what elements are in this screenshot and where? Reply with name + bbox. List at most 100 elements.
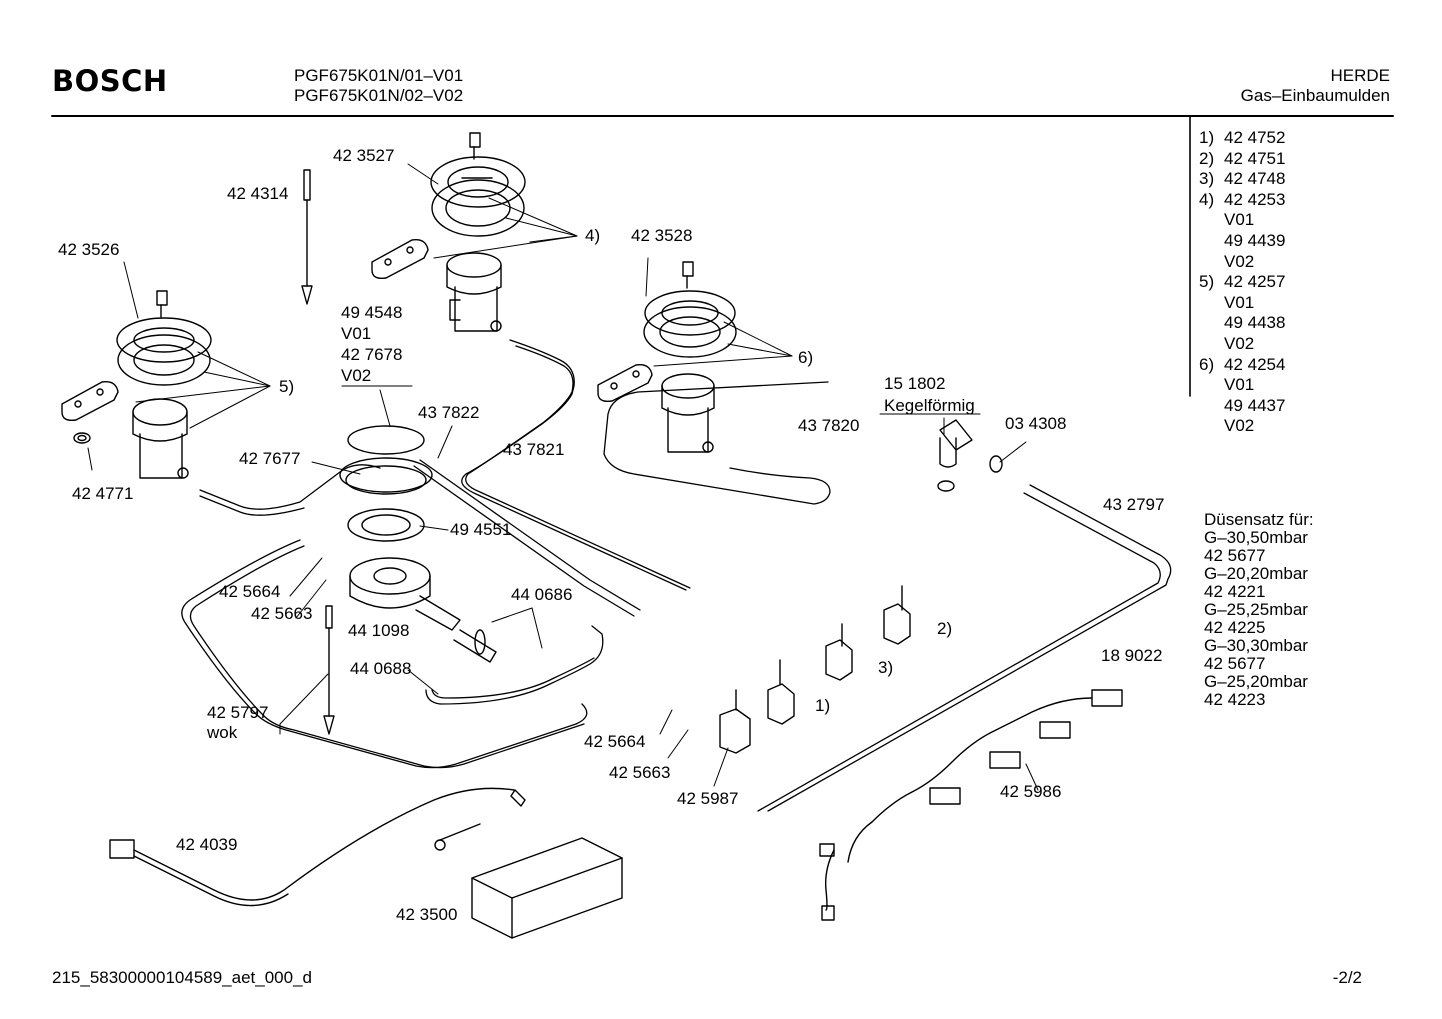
nozzle-set-line: G–20,20mbar [1204,564,1308,583]
part-label: 43 7821 [503,440,565,459]
variant-label: V01 [341,324,372,343]
nozzle-set-title: Düsensatz für: [1204,510,1314,529]
brand-logo: BOSCH [52,64,168,98]
spark-module [109,787,623,939]
legend-row: 49 4437 [1199,396,1285,417]
legend-row: V02 [1199,252,1285,273]
legend-value: V01 [1224,375,1255,395]
legend-key [1199,416,1224,437]
legend-row: 3) 42 4748 [1199,169,1285,190]
part-label: 42 4314 [227,184,289,203]
legend-row: 4) 42 4253 [1199,190,1285,211]
ignition-harness [819,689,1123,921]
burner-top-center [371,132,526,332]
ref-label: 1) [815,696,831,715]
part-label: 42 7678 [341,345,403,364]
burner-right [597,261,737,453]
part-label: 44 0686 [511,585,573,604]
part-label: 42 4039 [176,835,238,854]
legend-row: V01 [1199,210,1285,231]
legend-value: 42 4752 [1224,128,1286,147]
legend-value: 42 4751 [1224,148,1286,168]
part-label: 42 5797 [207,703,269,722]
legend-key: 6) [1199,354,1215,374]
legend-row: 2) 42 4751 [1199,149,1285,170]
part-label: 42 5663 [251,604,313,623]
part-label: 42 5664 [584,732,646,751]
part-label: 42 7677 [239,449,301,468]
ref-label: 3) [878,658,894,677]
model-numbers: PGF675K01N/01–V01 PGF675K01N/02–V02 [294,66,463,106]
legend-row: 6)42 4254 [1199,355,1285,376]
ref-label: 6) [798,348,814,367]
page-number: -2/2 [1332,968,1362,987]
legend-key: 2) [1199,148,1215,168]
part-label: 42 5987 [677,789,739,808]
legend-key [1199,252,1224,273]
part-label: 44 0688 [350,659,412,678]
legend-value: 42 4253 [1224,189,1286,209]
nozzle-set-line: 42 5677 [1204,546,1266,565]
ignition-electrodes [301,169,335,735]
model-number: PGF675K01N/02–V02 [294,86,464,105]
legend-key [1199,210,1224,231]
legend-value: V02 [1224,333,1255,353]
legend-key [1199,313,1224,334]
legend-row: V01 [1199,375,1285,396]
legend-value: V01 [1224,292,1255,312]
nozzle-set-line: G–25,20mbar [1204,672,1308,691]
legend-key: 4) [1199,189,1215,209]
part-label: 43 7820 [798,416,860,435]
part-label: 43 7822 [418,403,480,422]
wok-burner [339,425,497,663]
legend-key [1199,396,1224,417]
leader-lines [87,163,1039,791]
legend-key: 3) [1199,169,1215,189]
part-note: Kegelförmig [884,396,975,415]
part-note: wok [207,723,238,742]
part-label: 49 4548 [341,303,403,322]
part-label: 42 3527 [333,146,395,165]
legend-key: 1) [1199,128,1215,147]
legend-value: 42 4257 [1224,272,1286,292]
model-number: PGF675K01N/01–V01 [294,66,464,85]
part-label: 42 5664 [219,582,281,601]
nozzle-set-line: G–25,25mbar [1204,600,1308,619]
ref-label: 4) [585,226,601,245]
ref-label: 2) [937,619,953,638]
legend-value: 49 4439 [1224,230,1286,250]
legend-key: 5) [1199,272,1215,292]
legend-value: 42 4748 [1224,169,1286,189]
legend-key [1199,375,1224,396]
legend-value: V02 [1224,416,1255,436]
part-label: 42 3526 [58,240,120,259]
legend-key [1199,231,1224,252]
gas-valves [719,585,911,754]
legend-row: V01 [1199,293,1285,314]
nozzle-set-line: G–30,50mbar [1204,528,1308,547]
nozzle-set-line: 42 4223 [1204,690,1266,709]
product-category: HERDE Gas–Einbaumulden [1241,66,1390,106]
burner-left [61,290,212,479]
legend-key [1199,293,1224,314]
legend-key [1199,334,1224,355]
part-label: 44 1098 [348,621,410,640]
document-id: 215_58300000104589_aet_000_d [52,968,312,987]
part-label: 18 9022 [1101,646,1163,665]
legend-row: 1) 42 4752 [1199,128,1285,149]
gas-pipes [181,339,1172,812]
part-label: 49 4551 [450,520,512,539]
legend-value: 49 4438 [1224,313,1286,333]
elbow-fitting [937,419,1003,492]
part-label: 42 3528 [631,226,693,245]
part-label: 42 5663 [609,763,671,782]
ref-label: 5) [279,377,295,396]
part-label: 42 5986 [1000,782,1062,801]
part-label: 42 3500 [396,905,458,924]
nozzle-set-line: 42 4221 [1204,582,1266,601]
part-label: 03 4308 [1005,414,1067,433]
nozzle-set-line: 42 5677 [1204,654,1266,673]
part-label: 43 2797 [1103,495,1165,514]
